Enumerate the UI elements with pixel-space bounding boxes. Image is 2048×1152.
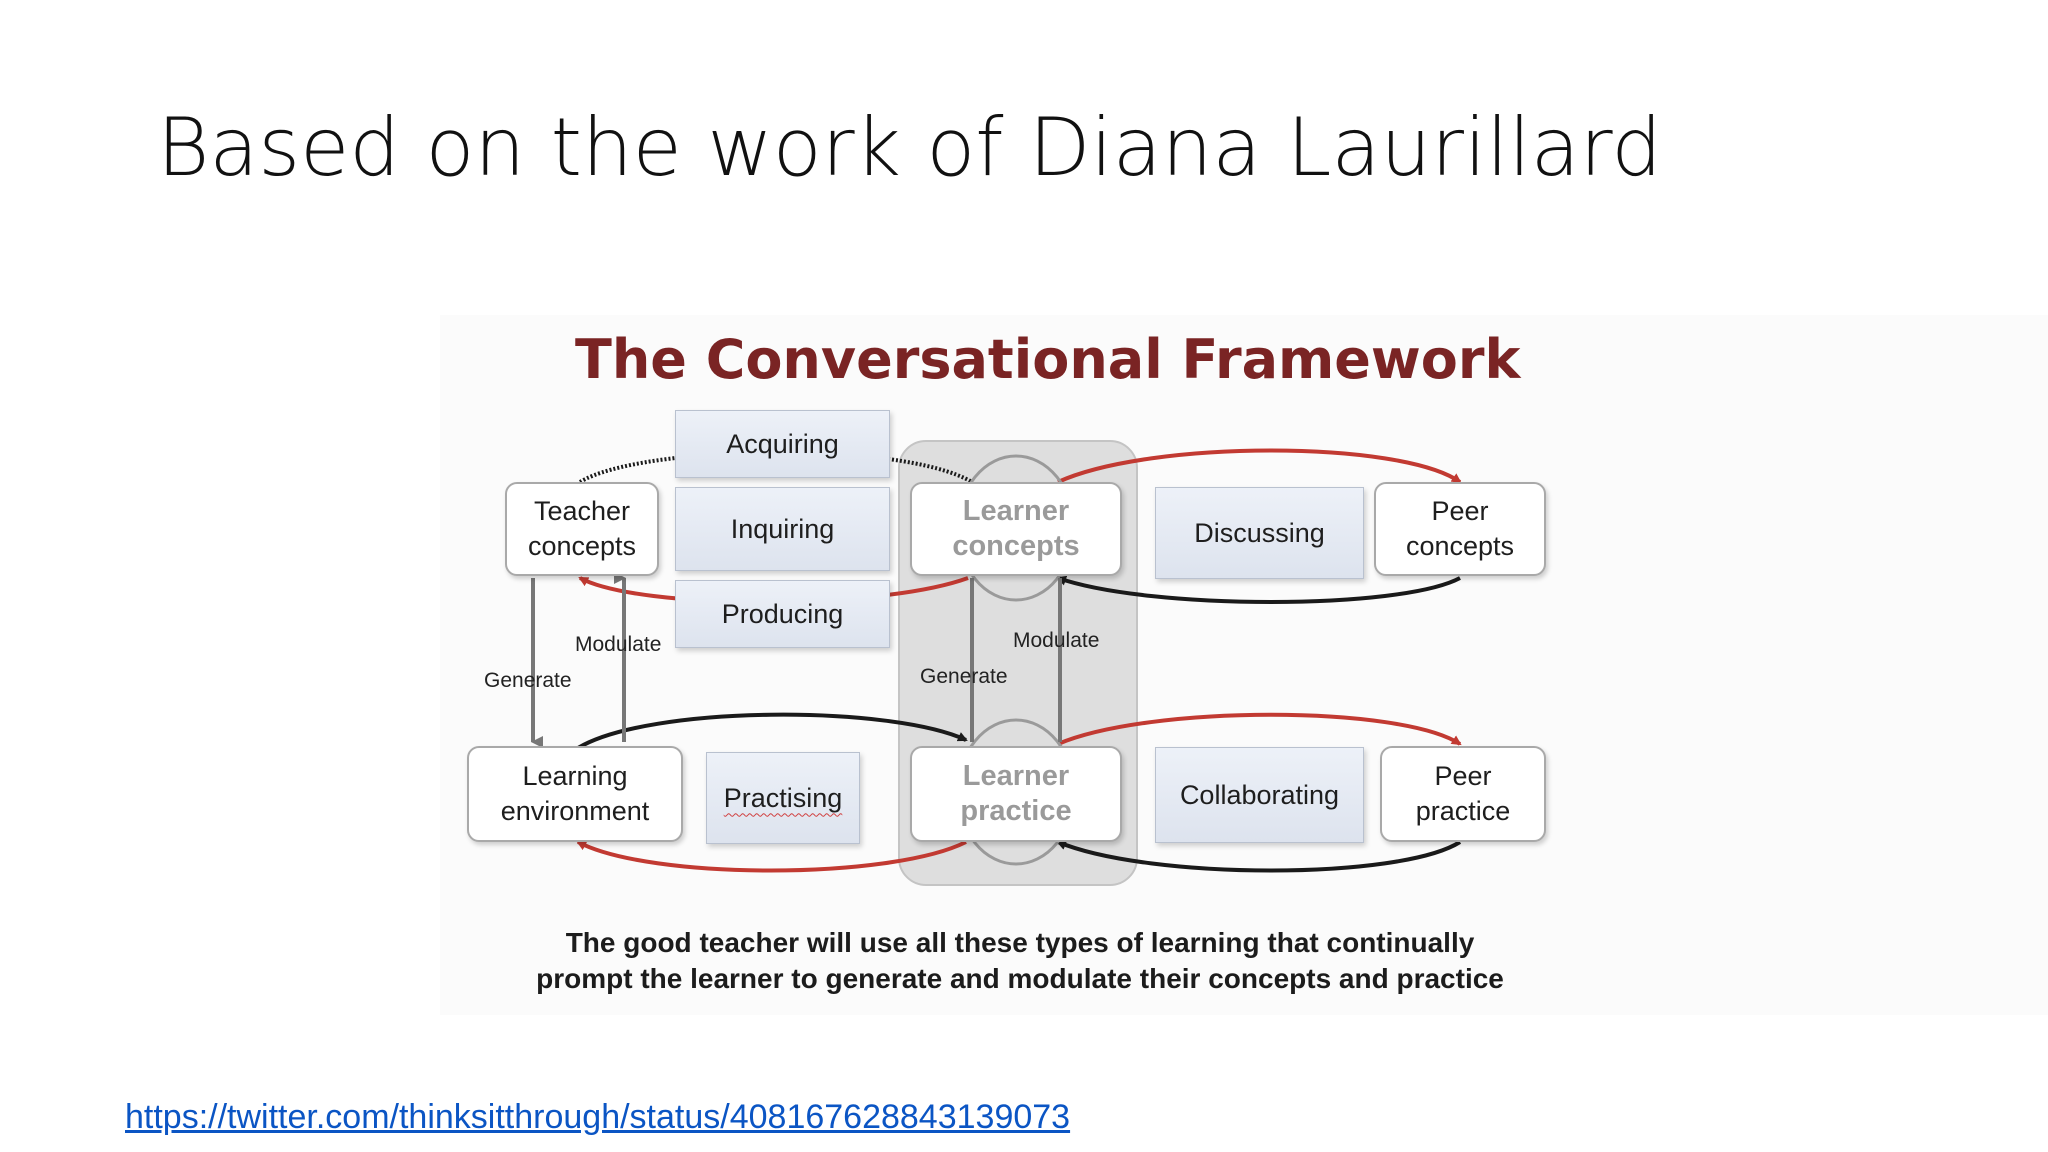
caption-line-2: prompt the learner to generate and modul… <box>536 963 1504 994</box>
diagram-title: The Conversational Framework <box>575 328 1521 391</box>
label-modulate-center: Modulate <box>1013 629 1100 652</box>
arrow-learner-to-peer-concepts <box>1057 448 1462 484</box>
arrow-practice-to-peer-practice <box>1057 712 1462 746</box>
diagram-caption: The good teacher will use all these type… <box>470 925 1570 997</box>
node-learner-concepts: Learner concepts <box>910 482 1122 576</box>
arrow-peer-practice-to-practice <box>1056 840 1462 873</box>
label-modulate-left: Modulate <box>575 633 662 656</box>
node-peer-practice: Peer practice <box>1380 746 1546 842</box>
arrow-peer-to-learner-concepts <box>1056 575 1461 604</box>
node-teacher-concepts: Teacher concepts <box>505 482 659 576</box>
label-generate-left: Generate <box>484 669 572 692</box>
arrow-teacher-to-learner-concepts <box>578 450 974 484</box>
activity-collaborating: Collaborating <box>1155 747 1364 843</box>
arrow-practice-to-env <box>576 840 967 873</box>
node-peer-concepts: Peer concepts <box>1374 482 1546 576</box>
node-learning-environment: Learning environment <box>467 746 683 842</box>
label-generate-center: Generate <box>920 665 1008 688</box>
arrow-env-to-learner-practice <box>576 712 968 750</box>
activity-inquiring: Inquiring <box>675 487 890 571</box>
activity-discussing: Discussing <box>1155 487 1364 579</box>
node-learner-practice: Learner practice <box>910 746 1122 842</box>
activity-acquiring: Acquiring <box>675 410 890 478</box>
source-link[interactable]: https://twitter.com/thinksitthrough/stat… <box>125 1098 1071 1136</box>
slide-title: Based on the work of Diana Laurillard <box>157 101 1663 194</box>
activity-practising: Practising <box>706 752 860 844</box>
activity-producing: Producing <box>675 580 890 648</box>
caption-line-1: The good teacher will use all these type… <box>565 927 1475 958</box>
activity-practising-label: Practising <box>723 782 843 813</box>
